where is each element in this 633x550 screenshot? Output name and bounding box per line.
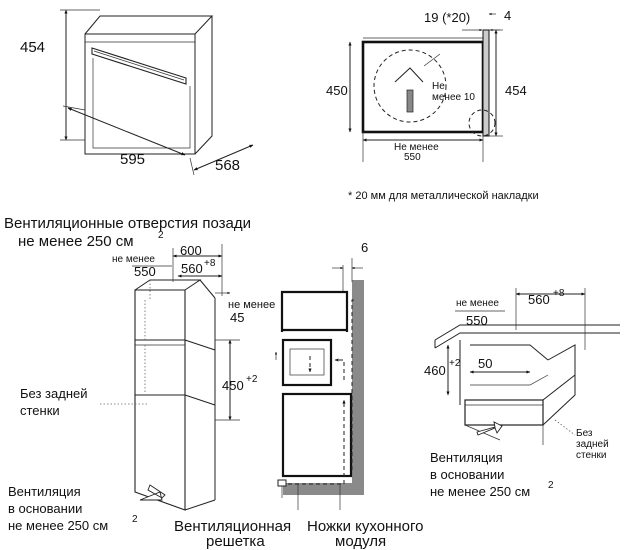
svg-text:2: 2 — [548, 480, 554, 491]
side-section-drawing: 19 (*20) 4 450 454 Не менее 10 Не менее … — [326, 8, 527, 163]
tall-vent-base-line3: не менее 250 см — [8, 518, 108, 533]
grille-label-line1: Вентиляционная — [174, 518, 291, 535]
tall-vent-base-line2: в основании — [8, 501, 82, 516]
svg-text:2: 2 — [132, 514, 138, 525]
svg-text:+2: +2 — [449, 358, 461, 369]
oven-depth-label: 568 — [215, 157, 240, 174]
svg-text:2: 2 — [158, 230, 164, 241]
uc-no-back-line3: стенки — [576, 450, 607, 461]
oven-handle — [91, 47, 187, 85]
tall-no-back-line1: Без задней — [20, 386, 88, 401]
legs-label-line2: модуля — [335, 533, 386, 550]
tall-vent-arrow — [139, 484, 166, 501]
oven-width-label: 595 — [120, 151, 145, 168]
footnote: * 20 мм для металлической накладки — [348, 190, 539, 202]
tall-dim-560: 560 — [181, 261, 203, 276]
tall-dim-450: 450 — [222, 378, 244, 393]
section-dim-6: 6 — [361, 240, 368, 255]
under-counter-drawing: не менее 560 +8 550 460 +2 50 Без задней… — [424, 288, 620, 499]
outer-height-label: 454 — [505, 83, 527, 98]
tall-vent-base-line1: Вентиляция — [8, 484, 81, 499]
uc-dim-50: 50 — [478, 356, 492, 371]
oven-side-box — [361, 40, 485, 134]
detail-circle — [373, 49, 447, 123]
tall-min-label: не менее — [228, 299, 275, 311]
inner-height-label: 450 — [326, 83, 348, 98]
min-550-line2: 550 — [404, 152, 421, 163]
section-drawing: 6 Вентиляционная решетка Ножки кухонного… — [174, 240, 423, 550]
tall-dim-550: 550 — [134, 264, 156, 279]
oven-height-label: 454 — [20, 39, 45, 56]
min-10-line1: Не — [432, 81, 445, 92]
wall — [352, 280, 364, 495]
svg-text:+2: +2 — [246, 374, 258, 385]
min-10-line2: менее 10 — [432, 92, 475, 103]
svg-text:+8: +8 — [204, 258, 216, 269]
vent-title: Вентиляционные отверстия позади — [4, 215, 251, 232]
uc-no-back-line1: Без — [576, 428, 593, 439]
uc-vent-arrow — [476, 421, 503, 436]
vent-area: не менее 250 см — [18, 233, 134, 250]
legs-label-line1: Ножки кухонного — [307, 518, 423, 535]
uc-vent-line3: не менее 250 см — [430, 484, 530, 499]
oven-drawing: 454 595 568 — [20, 9, 254, 176]
tall-not-less: не менее — [112, 254, 155, 265]
uc-not-less: не менее — [456, 298, 499, 309]
grille-label-line2: решетка — [206, 533, 265, 550]
top-gap-label: 19 (*20) — [424, 10, 470, 25]
tall-no-back-line2: стенки — [20, 403, 60, 418]
uc-vent-line1: Вентиляция — [430, 450, 503, 465]
uc-no-back-line2: задней — [576, 439, 609, 450]
uc-dim-550: 550 — [466, 313, 488, 328]
uc-dim-460: 460 — [424, 363, 446, 378]
uc-vent-line2: в основании — [430, 467, 504, 482]
svg-text:+8: +8 — [553, 288, 565, 299]
tall-dim-600: 600 — [180, 243, 202, 258]
uc-dim-560: 560 — [528, 292, 550, 307]
tall-dim-45: 45 — [230, 310, 244, 325]
tall-cabinet-drawing: Вентиляционные отверстия позади не менее… — [4, 215, 275, 533]
min-550-line1: Не менее — [394, 142, 439, 153]
edge-label: 4 — [504, 8, 511, 23]
